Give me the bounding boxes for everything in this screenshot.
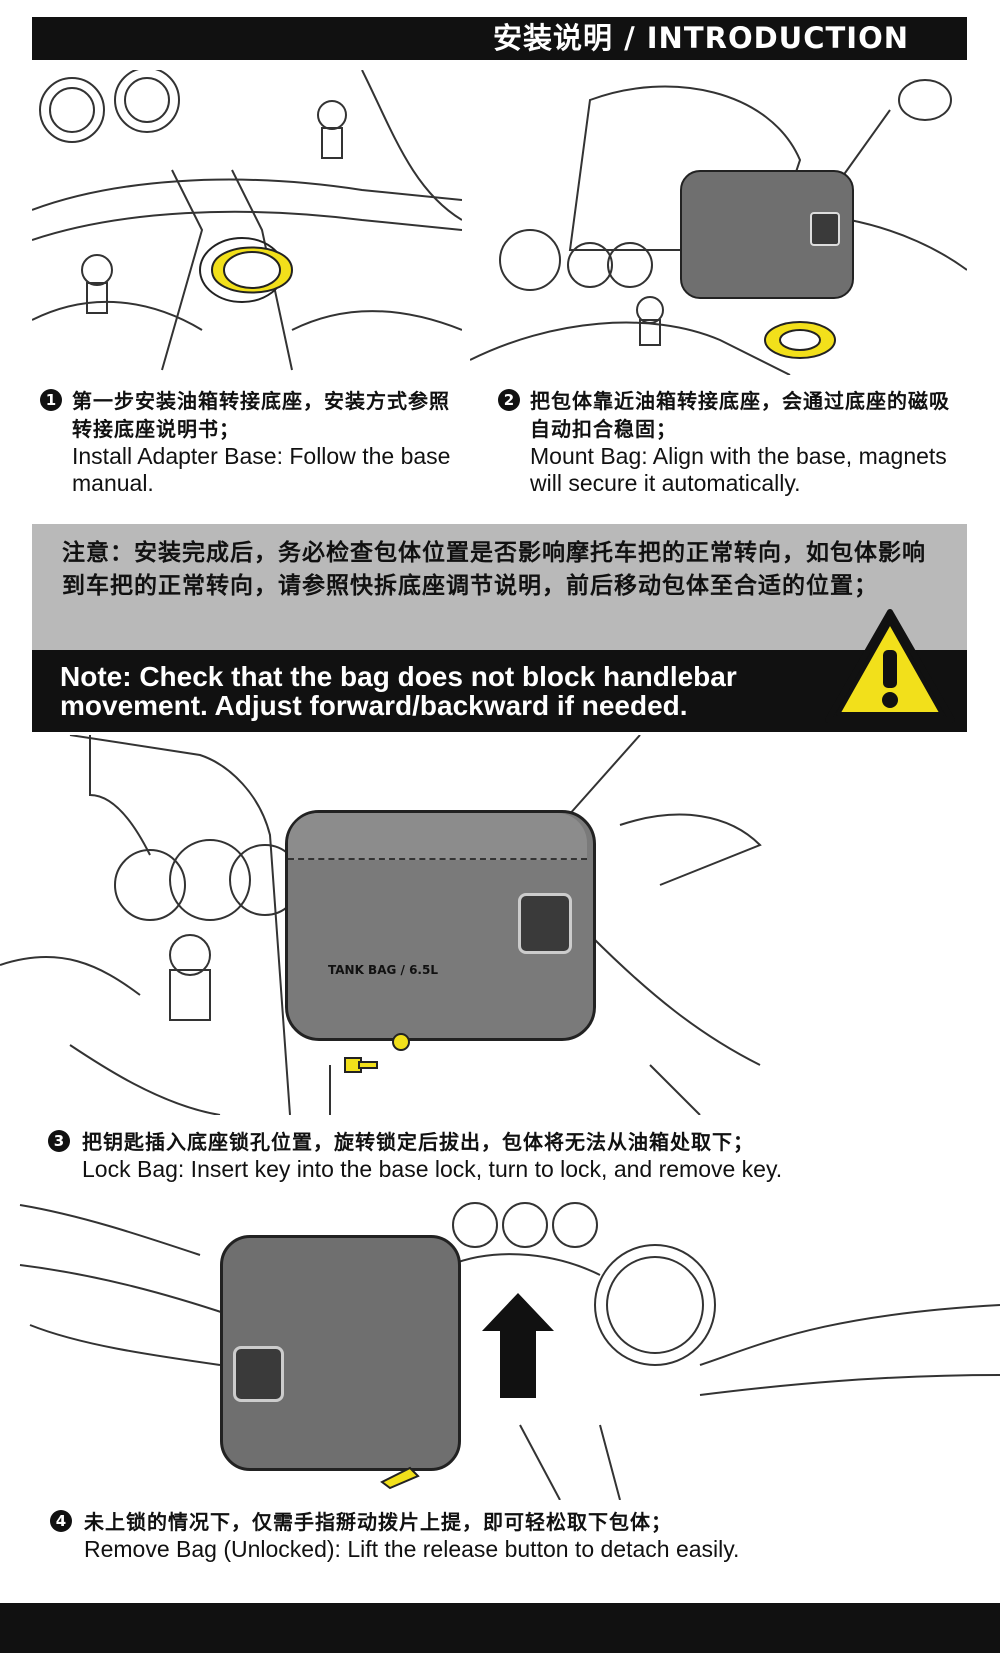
step-en-text: Remove Bag (Unlocked): Lift the release … [84,1536,740,1562]
bag-label: TANK BAG / 6.5L [328,963,438,977]
step-2: 2 把包体靠近油箱转接底座，会通过底座的磁吸自动扣合稳固； Mount Bag:… [498,387,958,497]
brand-logo-icon [233,1346,284,1402]
note-cn-text: 注意：安装完成后，务必检查包体位置是否影响摩托车把的正常转向，如包体影响到车把的… [62,540,926,599]
step-number: 2 [498,389,520,411]
release-tab-icon [380,1466,420,1490]
step-1: 1 第一步安装油箱转接底座，安装方式参照转接底座说明书； Install Ada… [40,387,460,497]
step-cn-text: 把钥匙插入底座锁孔位置，旋转锁定后拔出，包体将无法从油箱处取下； [82,1130,754,1154]
step-number: 1 [40,389,62,411]
warning-triangle-icon [825,609,955,723]
page-title: 安装说明 / INTRODUCTION [492,21,909,55]
brand-logo-icon [810,212,840,246]
illustration-remove-bag [0,1195,1000,1500]
step-4: 4 未上锁的情况下，仅需手指掰动拨片上提，即可轻松取下包体； Remove Ba… [50,1508,970,1563]
up-arrow-icon [482,1293,554,1398]
illustration-install-base [32,70,462,375]
adapter-base-icon [210,246,294,294]
note-box [32,524,967,650]
step-cn-text: 未上锁的情况下，仅需手指掰动拨片上提，即可轻松取下包体； [84,1510,672,1534]
step-en-text: Mount Bag: Align with the base, magnets … [530,443,947,496]
note-en-text: Note: Check that the bag does not block … [60,661,737,721]
illustration-lock-bag: TANK BAG / 6.5L [0,735,1000,1115]
footer-bar [0,1603,1000,1653]
step-number: 4 [50,1510,72,1532]
step-en-text: Install Adapter Base: Follow the base ma… [72,443,451,496]
header-bar: 安装说明 / INTRODUCTION [32,17,967,60]
step-number: 3 [48,1130,70,1152]
step-en-text: Lock Bag: Insert key into the base lock,… [82,1156,783,1182]
step-cn-text: 把包体靠近油箱转接底座，会通过底座的磁吸自动扣合稳固； [530,389,950,441]
brand-logo-icon [518,893,572,954]
tank-bag [680,170,854,299]
step-cn-text: 第一步安装油箱转接底座，安装方式参照转接底座说明书； [72,389,450,441]
bag-lid [288,813,587,860]
tank-bag [220,1235,461,1471]
note-banner [32,650,967,732]
key-icon [344,1033,410,1073]
step-3: 3 把钥匙插入底座锁孔位置，旋转锁定后拔出，包体将无法从油箱处取下； Lock … [48,1128,968,1183]
illustration-mount-bag [470,70,967,375]
tank-bag: TANK BAG / 6.5L [285,810,596,1041]
